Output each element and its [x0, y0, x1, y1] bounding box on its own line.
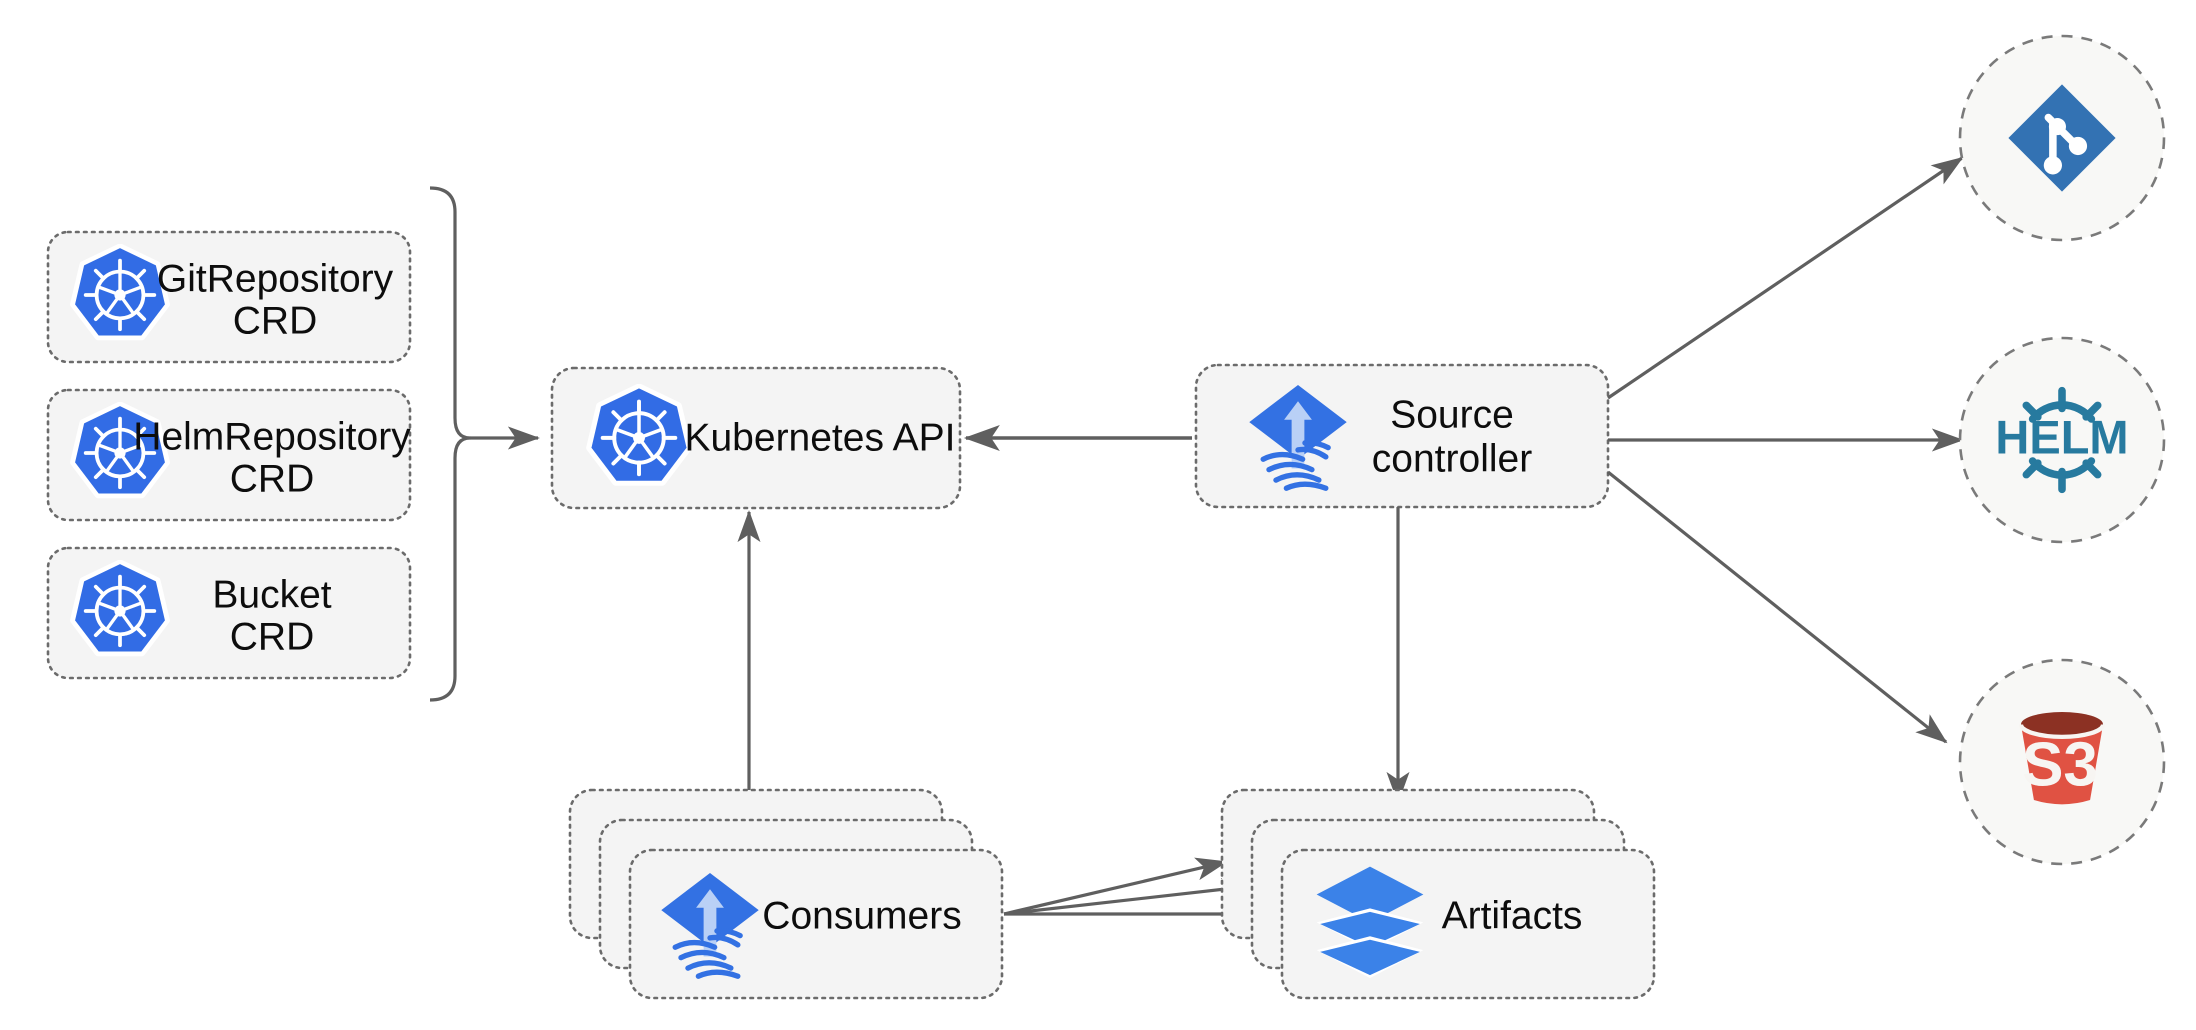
s3-wordmark: S3 — [2022, 730, 2098, 799]
node-label-source-controller-line2: controller — [1372, 437, 1532, 480]
node-label-consumers: Consumers — [762, 894, 961, 937]
crd-box-helmrepository[interactable]: HelmRepository CRD — [46, 388, 412, 522]
edge-consumers-to-artifacts-top — [1003, 857, 1228, 916]
node-artifacts[interactable]: Artifacts — [1220, 788, 1656, 1000]
node-label-kubernetes-api: Kubernetes API — [684, 416, 955, 459]
crd-label-line2: CRD — [230, 457, 315, 500]
helm-wordmark: HELM — [1995, 410, 2128, 463]
external-source-s3[interactable]: S3 — [1958, 658, 2166, 866]
crd-label-line1: Bucket — [212, 573, 331, 616]
crd-box-bucket[interactable]: Bucket CRD — [46, 546, 412, 680]
crd-label-line2: CRD — [230, 615, 315, 658]
kubernetes-icon — [590, 387, 688, 482]
node-consumers[interactable]: Consumers — [568, 788, 1004, 1000]
crd-label-line1: HelmRepository — [133, 415, 411, 458]
kubernetes-icon — [74, 563, 167, 652]
node-label-artifacts: Artifacts — [1442, 894, 1583, 937]
crd-box-gitrepository[interactable]: GitRepository CRD — [46, 230, 412, 364]
edge-source-controller-to-s3 — [1607, 470, 1948, 744]
crd-label-line2: CRD — [233, 299, 318, 342]
edge-source-controller-to-git — [1607, 156, 1964, 400]
crd-group-brace — [429, 186, 472, 702]
external-source-git[interactable] — [1958, 34, 2166, 242]
edge-consumers-to-artifacts-mid — [1003, 877, 1254, 916]
kubernetes-icon — [74, 247, 167, 336]
external-source-helm[interactable]: HELM — [1958, 336, 2166, 544]
node-source-controller[interactable]: Source controller — [1194, 363, 1610, 509]
node-kubernetes-api[interactable]: Kubernetes API — [550, 366, 962, 510]
crd-label-line1: GitRepository — [157, 257, 394, 300]
node-label-source-controller-line1: Source — [1390, 393, 1514, 436]
crd-group: GitRepository CRD HelmRepository CRD Buc… — [46, 230, 412, 680]
